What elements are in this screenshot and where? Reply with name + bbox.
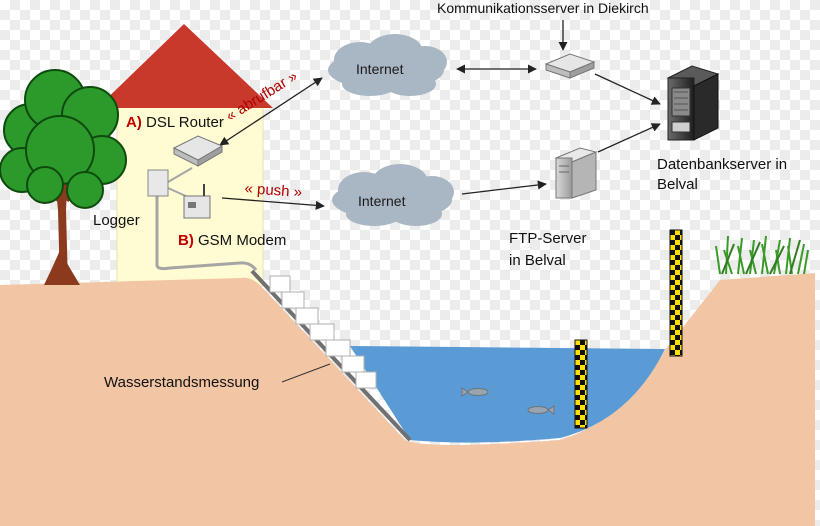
- router-label: A) DSL Router: [126, 114, 224, 132]
- arrow-ftp-db: [597, 123, 661, 153]
- modem-tag: B): [178, 232, 194, 249]
- fish-icon: [461, 387, 555, 415]
- gauge-pole-water: [574, 339, 588, 429]
- ftp-label-line2: in Belval: [509, 252, 566, 269]
- tree-leaves: [0, 69, 127, 209]
- logger-label: Logger: [93, 212, 140, 229]
- modem-label: B) GSM Modem: [178, 232, 286, 250]
- datenbank-label-line1: Datenbankserver in: [657, 156, 788, 173]
- grass-icon: [715, 235, 809, 275]
- internet-bottom-label: Internet: [358, 193, 406, 209]
- kommserver-device-icon: [544, 53, 596, 79]
- arrow-internet-ftp: [461, 180, 547, 195]
- kommserver-label: Kommunikationsserver in Diekirch: [437, 0, 649, 16]
- ground: [0, 273, 815, 526]
- wasserstand-pointer: [281, 363, 331, 383]
- logger-box-icon: [147, 169, 169, 197]
- stairs: [269, 275, 377, 389]
- router-name: DSL Router: [146, 114, 224, 131]
- router-tag: A): [126, 114, 142, 131]
- modem-name: GSM Modem: [198, 232, 287, 249]
- cloud-bottom: [332, 164, 454, 226]
- gauge-pole-bank: [669, 229, 683, 357]
- ftp-server-icon: [554, 147, 598, 199]
- arrow-kommserver-db: [594, 73, 661, 105]
- logger-cable: [155, 195, 258, 271]
- internet-top-label: Internet: [356, 61, 404, 77]
- modem-icon: [183, 184, 211, 219]
- datenbank-label-line2: Belval: [657, 176, 698, 193]
- router-icon: [172, 135, 224, 167]
- database-server-icon: [666, 65, 720, 141]
- arrow-modem-internet: [221, 197, 325, 210]
- wasserstand-label: Wasserstandsmessung: [104, 374, 260, 391]
- tree: [0, 69, 127, 285]
- arrow-router-internet: [219, 77, 323, 146]
- cloud-top: [328, 34, 447, 96]
- ftp-label-line1: FTP-Server: [509, 230, 587, 247]
